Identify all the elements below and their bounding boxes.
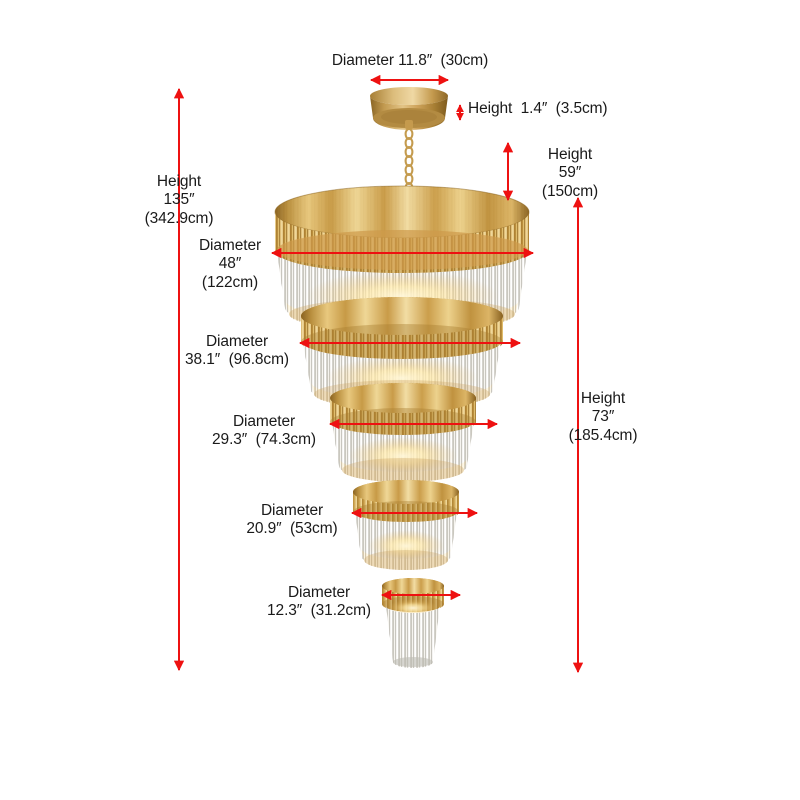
tier-4	[353, 480, 459, 570]
tier-5	[382, 578, 444, 668]
label-total-height: Height 135″ (342.9cm)	[144, 173, 214, 227]
label-chain-height: Height 59″ (150cm)	[541, 146, 599, 200]
label-tier3-diameter: Diameter 29.3″ (74.3cm)	[212, 413, 316, 449]
label-tier1-diameter: Diameter 48″ (122cm)	[198, 237, 262, 291]
label-tier4-diameter: Diameter 20.9″ (53cm)	[246, 502, 338, 538]
ceiling-canopy	[370, 87, 448, 130]
label-tier5-diameter: Diameter 12.3″ (31.2cm)	[267, 584, 371, 620]
tier-3	[330, 383, 476, 482]
label-canopy-height: Height 1.4″ (3.5cm)	[468, 100, 608, 117]
label-body-height: Height 73″ (185.4cm)	[568, 390, 638, 444]
label-tier2-diameter: Diameter 38.1″ (96.8cm)	[185, 333, 289, 369]
label-canopy-diameter: Diameter 11.8″ (30cm)	[331, 52, 489, 69]
